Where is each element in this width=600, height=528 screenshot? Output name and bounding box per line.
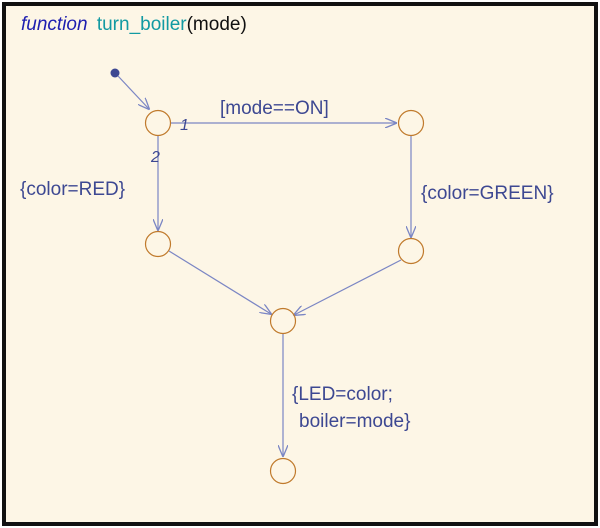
order-label-2: 2 <box>150 149 160 166</box>
junction-red[interactable] <box>144 230 172 258</box>
transition-green-to-merge[interactable] <box>294 259 402 315</box>
function-args: (mode) <box>186 14 247 35</box>
function-keyword: function <box>21 14 88 35</box>
function-name[interactable]: turn_boiler <box>96 14 187 35</box>
action-led-label-line2: boiler=mode} <box>299 411 410 432</box>
junction-start[interactable] <box>144 109 172 137</box>
condition-mode-on-label: [mode==ON] <box>220 98 329 119</box>
transition-red-to-merge[interactable] <box>168 250 271 314</box>
action-color-red-label: {color=RED} <box>20 179 125 200</box>
order-label-1: 1 <box>180 117 189 134</box>
action-color-green-label: {color=GREEN} <box>421 183 554 204</box>
default-transition-dot <box>110 68 120 78</box>
default-transition-line[interactable] <box>117 75 149 109</box>
action-led-label-line1: {LED=color; <box>292 384 393 405</box>
function-header: function turn_boiler(mode) <box>21 14 247 36</box>
junction-merge[interactable] <box>269 307 297 335</box>
junction-on[interactable] <box>397 109 425 137</box>
junction-green[interactable] <box>397 237 425 265</box>
junction-end[interactable] <box>269 457 297 485</box>
